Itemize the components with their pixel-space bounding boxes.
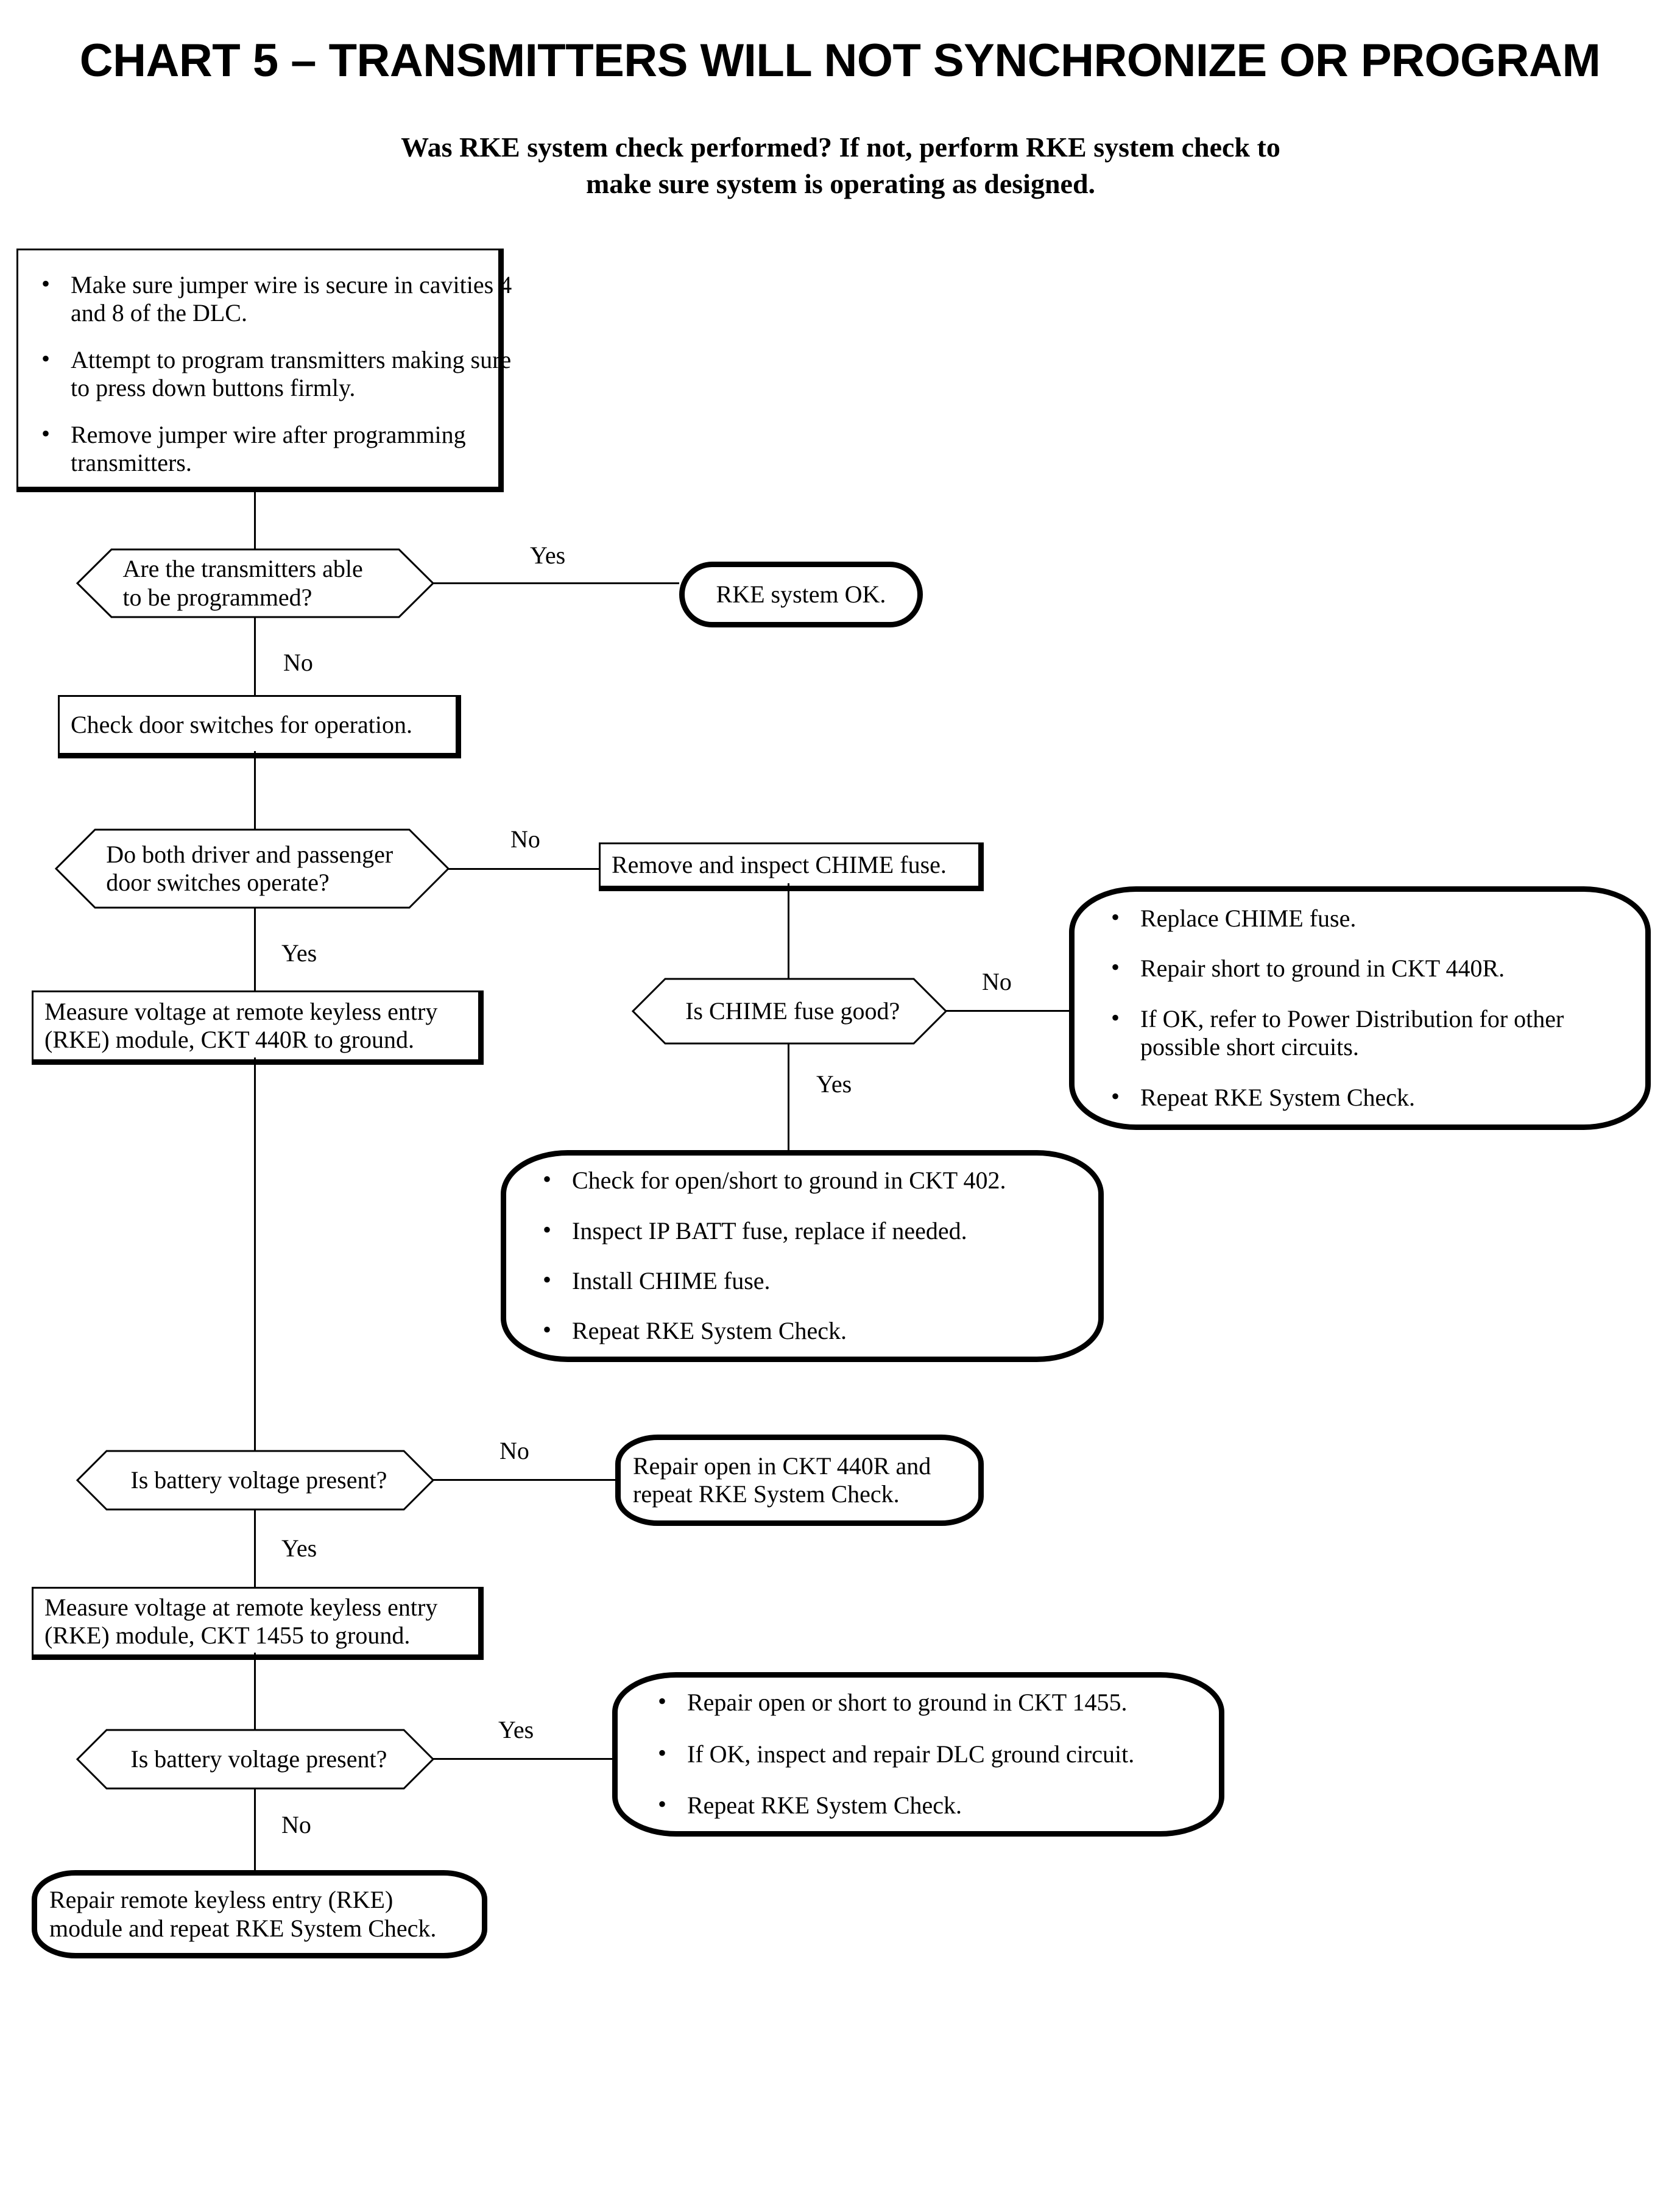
list-item: If OK, inspect and repair DLC ground cir… xyxy=(649,1739,1198,1768)
terminator-label: RKE system OK. xyxy=(716,580,886,608)
process-measure-voltage-ckt1455: Measure voltage at remote keyless entry … xyxy=(32,1587,484,1660)
list-item: Replace CHIME fuse. xyxy=(1103,903,1625,933)
decision-chime-fuse-good: Is CHIME fuse good? xyxy=(632,978,947,1045)
edge-label-d1-yes: Yes xyxy=(530,542,566,569)
intro-statement: Was RKE system check performed? If not, … xyxy=(401,132,1280,199)
edge-label-d3-yes: Yes xyxy=(816,1070,852,1098)
connector-p3-to-d4 xyxy=(254,1057,256,1455)
hexagon-shape xyxy=(76,1450,434,1511)
start-bullet-list: Make sure jumper wire is secure in cavit… xyxy=(18,250,525,477)
hexagon-shape xyxy=(76,548,434,618)
list-item: Inspect IP BATT fuse, replace if needed. xyxy=(534,1216,1078,1245)
decision-door-switches-operate: Do both driver and passenger door switch… xyxy=(55,828,450,909)
terminator-chime-fuse-bad-actions: Replace CHIME fuse. Repair short to grou… xyxy=(1069,886,1651,1130)
decision-label: Is battery voltage present? xyxy=(130,1745,387,1773)
connector-d3-no xyxy=(945,1010,1072,1012)
connector-p2-to-d3 xyxy=(788,883,789,979)
terminator-bullet-list: Repair open or short to ground in CKT 14… xyxy=(618,1687,1219,1820)
connector-d1-no xyxy=(254,617,256,696)
terminator-chime-fuse-good-actions: Check for open/short to ground in CKT 40… xyxy=(501,1150,1104,1362)
process-label: Remove and inspect CHIME fuse. xyxy=(612,850,947,878)
edge-label-d3-no: No xyxy=(982,968,1012,995)
connector-d5-yes xyxy=(433,1758,616,1760)
process-measure-voltage-ckt440r: Measure voltage at remote keyless entry … xyxy=(32,990,484,1065)
connector-p4-to-d5 xyxy=(254,1653,256,1732)
connector-d4-no xyxy=(433,1479,616,1481)
decision-label: Do both driver and passenger door switch… xyxy=(106,840,394,896)
terminator-label: Repair open in CKT 440R and repeat RKE S… xyxy=(633,1452,931,1508)
hexagon-shape xyxy=(632,978,947,1045)
decision-transmitters-programmed: Are the transmitters able to be programm… xyxy=(76,548,434,618)
list-item: Repair open or short to ground in CKT 14… xyxy=(649,1687,1198,1717)
list-item: Repair short to ground in CKT 440R. xyxy=(1103,953,1625,983)
connector-p1-to-d2 xyxy=(254,751,256,830)
process-remove-inspect-chime-fuse: Remove and inspect CHIME fuse. xyxy=(599,842,984,891)
hexagon-shape xyxy=(76,1729,434,1790)
list-item: Attempt to program transmitters making s… xyxy=(33,345,513,403)
decision-label: Is battery voltage present? xyxy=(130,1466,387,1494)
connector-d4-yes xyxy=(254,1509,256,1589)
list-item: Remove jumper wire after programming tra… xyxy=(33,420,513,478)
edge-label-d4-yes: Yes xyxy=(281,1534,317,1562)
terminator-rke-system-ok: RKE system OK. xyxy=(679,562,923,627)
list-item: Install CHIME fuse. xyxy=(534,1266,1078,1295)
process-check-door-switches: Check door switches for operation. xyxy=(58,695,461,758)
list-item: If OK, refer to Power Distribution for o… xyxy=(1103,1004,1625,1062)
edge-label-d5-no: No xyxy=(281,1811,311,1838)
page-title: CHART 5 – TRANSMITTERS WILL NOT SYNCHRON… xyxy=(79,35,1601,86)
connector-d1-yes xyxy=(433,582,679,584)
list-item: Check for open/short to ground in CKT 40… xyxy=(534,1165,1078,1195)
process-label: Measure voltage at remote keyless entry … xyxy=(44,997,438,1053)
terminator-repair-open-ckt440r: Repair open in CKT 440R and repeat RKE S… xyxy=(615,1435,984,1526)
terminator-label: Repair remote keyless entry (RKE) module… xyxy=(49,1886,437,1942)
decision-battery-voltage-1455: Is battery voltage present? xyxy=(76,1729,434,1790)
edge-label-d4-no: No xyxy=(499,1437,529,1464)
list-item: Repeat RKE System Check. xyxy=(534,1316,1078,1345)
edge-label-d2-no: No xyxy=(510,825,540,853)
terminator-bullet-list: Replace CHIME fuse. Repair short to grou… xyxy=(1075,903,1645,1112)
process-label: Check door switches for operation. xyxy=(71,710,412,738)
hexagon-shape xyxy=(55,828,450,909)
process-label: Measure voltage at remote keyless entry … xyxy=(44,1593,438,1649)
connector-d3-yes xyxy=(788,1043,789,1152)
edge-label-d2-yes: Yes xyxy=(281,939,317,967)
terminator-bullet-list: Check for open/short to ground in CKT 40… xyxy=(506,1165,1098,1346)
edge-label-d1-no: No xyxy=(283,649,313,676)
decision-label: Are the transmitters able to be programm… xyxy=(122,555,363,611)
list-item: Make sure jumper wire is secure in cavit… xyxy=(33,270,513,328)
terminator-repair-rke-module: Repair remote keyless entry (RKE) module… xyxy=(32,1870,487,1958)
connector-start-to-d1 xyxy=(254,492,256,552)
edge-label-d5-yes: Yes xyxy=(498,1716,534,1743)
connector-d2-no xyxy=(448,868,601,870)
decision-label: Is CHIME fuse good? xyxy=(685,997,900,1025)
connector-d2-yes xyxy=(254,908,256,993)
terminator-ckt1455-actions: Repair open or short to ground in CKT 14… xyxy=(612,1672,1224,1837)
start-bullet-box: Make sure jumper wire is secure in cavit… xyxy=(16,249,512,492)
decision-battery-voltage-440r: Is battery voltage present? xyxy=(76,1450,434,1511)
list-item: Repeat RKE System Check. xyxy=(649,1790,1198,1820)
connector-d5-no xyxy=(254,1788,256,1871)
list-item: Repeat RKE System Check. xyxy=(1103,1082,1625,1112)
